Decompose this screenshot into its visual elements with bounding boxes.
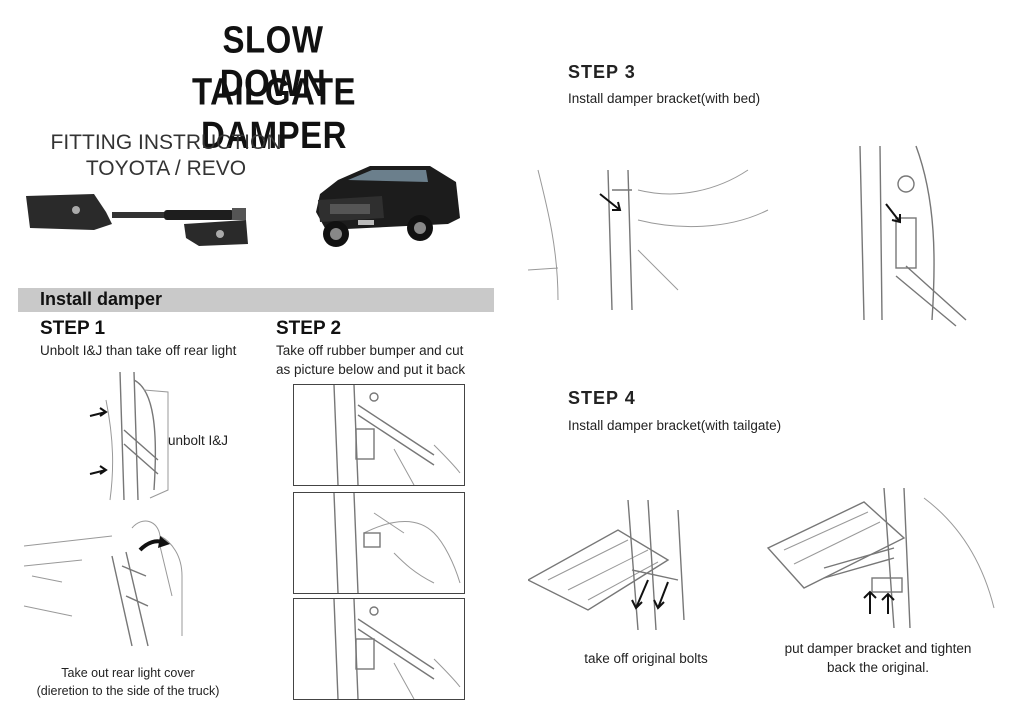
title-line-1: SLOW DOWN: [219, 18, 327, 105]
step4-text: Install damper bracket(with tailgate): [568, 418, 782, 433]
step3-text: Install damper bracket(with bed): [568, 91, 761, 106]
step2-panel-2: [293, 492, 465, 594]
step4-diagram-right: [764, 488, 996, 628]
step2-panel-1: [293, 384, 465, 486]
step4-caption-right-2: back the original.: [826, 660, 930, 675]
subtitle-line-2: TOYOTA / REVO: [85, 157, 247, 180]
step1-text: Unbolt I&J than take off rear light: [40, 343, 237, 358]
step2-heading: STEP 2: [276, 318, 342, 339]
step1-diagram-top: [84, 370, 174, 504]
step1-diagram-bottom: [22, 516, 202, 650]
step4-caption-right-1: put damper bracket and tighten: [784, 641, 972, 656]
step3-diagram-right: [856, 140, 976, 330]
truck-image: [308, 160, 466, 260]
step2-text-2: as picture below and put it back: [276, 362, 466, 377]
step4-caption-left: take off original bolts: [584, 651, 708, 666]
step3-heading: STEP 3: [568, 62, 636, 82]
step3-diagram-left: [528, 150, 778, 310]
subtitle-line-1: FITTING INSTRUCTION: [50, 131, 282, 154]
step1-caption-1: Take out rear light cover: [61, 666, 195, 680]
step2-panel-3: [293, 598, 465, 700]
step2-text-1: Take off rubber bumper and cut: [276, 343, 464, 358]
damper-product-image: [24, 190, 254, 252]
step1-callout: unbolt I&J: [168, 433, 229, 448]
install-damper-banner: Install damper: [18, 288, 494, 312]
step1-caption-2: (dieretion to the side of the truck): [36, 684, 220, 698]
step4-heading: STEP 4: [568, 388, 636, 408]
step4-diagram-left: [528, 500, 724, 634]
title-line-2: TAILGATE DAMPER: [191, 70, 357, 157]
step1-heading: STEP 1: [40, 318, 106, 339]
banner-label: Install damper: [40, 289, 163, 309]
